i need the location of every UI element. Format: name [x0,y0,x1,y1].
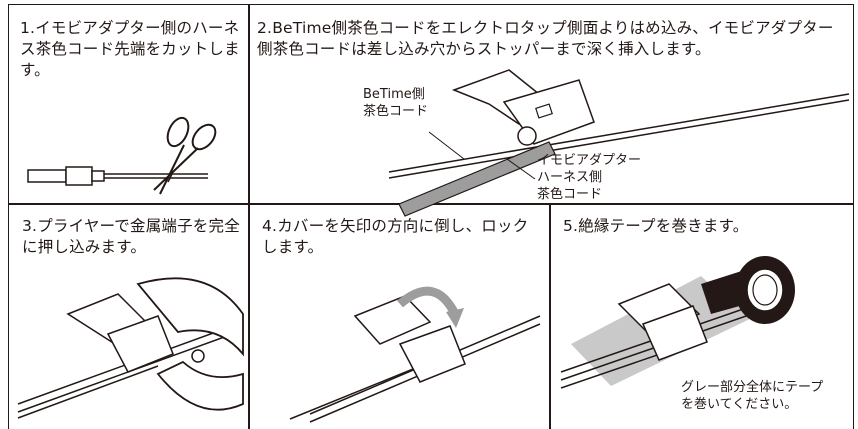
tape-wrap-illustration [560,256,795,389]
step-1-caption: 1.イモビアダプター側のハーネス茶色コード先端をカットします。 [20,19,240,79]
cover-lock-illustration [289,286,541,423]
divider-bottom-left [248,203,250,429]
immobilizer-cord-label: イモビアダプター ハーネス側 茶色コード [537,153,642,202]
pliers-illustration [17,277,244,419]
step-5-caption: 5.絶縁テープを巻きます。 [563,217,749,235]
step-4-panel: 4.カバーを矢印の方向に倒し、ロックします。 [250,204,549,429]
betime-cord-label: BeTime側 茶色コード [363,87,429,119]
step-2-panel: 2.BeTime側茶色コードをエレクトロタップ側面よりはめ込み、イモビアダプター… [249,4,854,217]
step-2-caption: 2.BeTime側茶色コードをエレクトロタップ側面よりはめ込み、イモビアダプター… [257,19,834,58]
tap-insert-illustration [388,69,850,217]
step-1-panel: 1.イモビアダプター側のハーネス茶色コード先端をカットします。 [8,4,248,204]
step-4-caption: 4.カバーを矢印の方向に倒し、ロックします。 [262,217,529,256]
cut-illustration [27,116,217,195]
step-5-panel: 5.絶縁テープを巻きます。 グレー部分全体にテープ を巻いてください。 [551,204,854,429]
step-3-caption: 3.プライヤーで金属端子を完全に押し込みます。 [22,217,240,256]
divider-bottom-right [549,203,551,429]
tape-note: グレー部分全体にテープ を巻いてください。 [681,380,824,412]
instruction-grid [8,4,854,429]
divider-top [248,4,250,204]
step-3-panel: 3.プライヤーで金属端子を完全に押し込みます。 [8,204,248,429]
